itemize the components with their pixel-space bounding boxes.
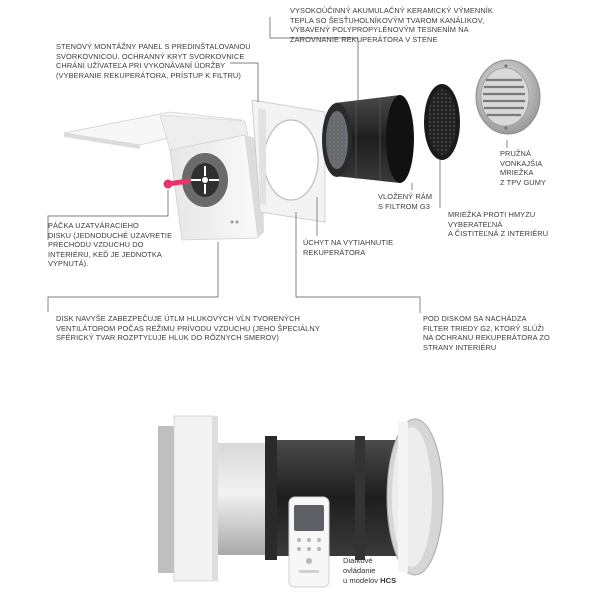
label-insect-mesh: MRIEŽKA PROTI HMYZU VYBERATEĽNÁ A ČISTIT… — [448, 210, 549, 239]
label-g2-filter: POD DISKOM SA NACHÁDZA FILTER TRIEDY G2,… — [423, 314, 550, 352]
outer-grille — [475, 59, 541, 135]
label-outer-grille: PRUŽNÁ VONKAJŠIA MRIEŽKA Z TPV GUMY — [500, 149, 547, 187]
front-unit-body — [169, 134, 264, 241]
assembled-unit — [158, 415, 444, 582]
label-pull-handle: ÚCHYT NA VYTIAHNUTIE REKUPERÁTORA — [303, 238, 394, 257]
ceramic-heat-exchanger — [322, 95, 414, 183]
label-closing-lever: PÁČKA UZATVÁRACIEHO DISKU (JEDNODUCHÉ UZ… — [48, 221, 173, 269]
insect-mesh — [424, 84, 460, 160]
remote-caption: Diaľkové ovládanie u modelov HCS — [343, 556, 397, 585]
closing-disk-lever[interactable] — [163, 178, 191, 189]
label-heat-exchanger: VYSOKOÚČINNÝ AKUMULAČNÝ KERAMICKÝ VÝMENN… — [290, 6, 493, 44]
wall-mounting-frame — [251, 99, 326, 223]
remote-control — [288, 496, 330, 588]
leader-lines — [47, 17, 508, 313]
label-wall-panel: STENOVÝ MONTÁŽNY PANEL S PREDINŠTALOVANO… — [56, 42, 251, 80]
label-filter-frame: VLOŽENÝ RÁM S FILTROM G3 — [378, 192, 433, 211]
closing-disk-star-icon — [191, 166, 219, 194]
label-damping-disk: DISK NAVYŠE ZABEZPEČUJE ÚTLM HLUKOVÝCH V… — [56, 314, 320, 343]
